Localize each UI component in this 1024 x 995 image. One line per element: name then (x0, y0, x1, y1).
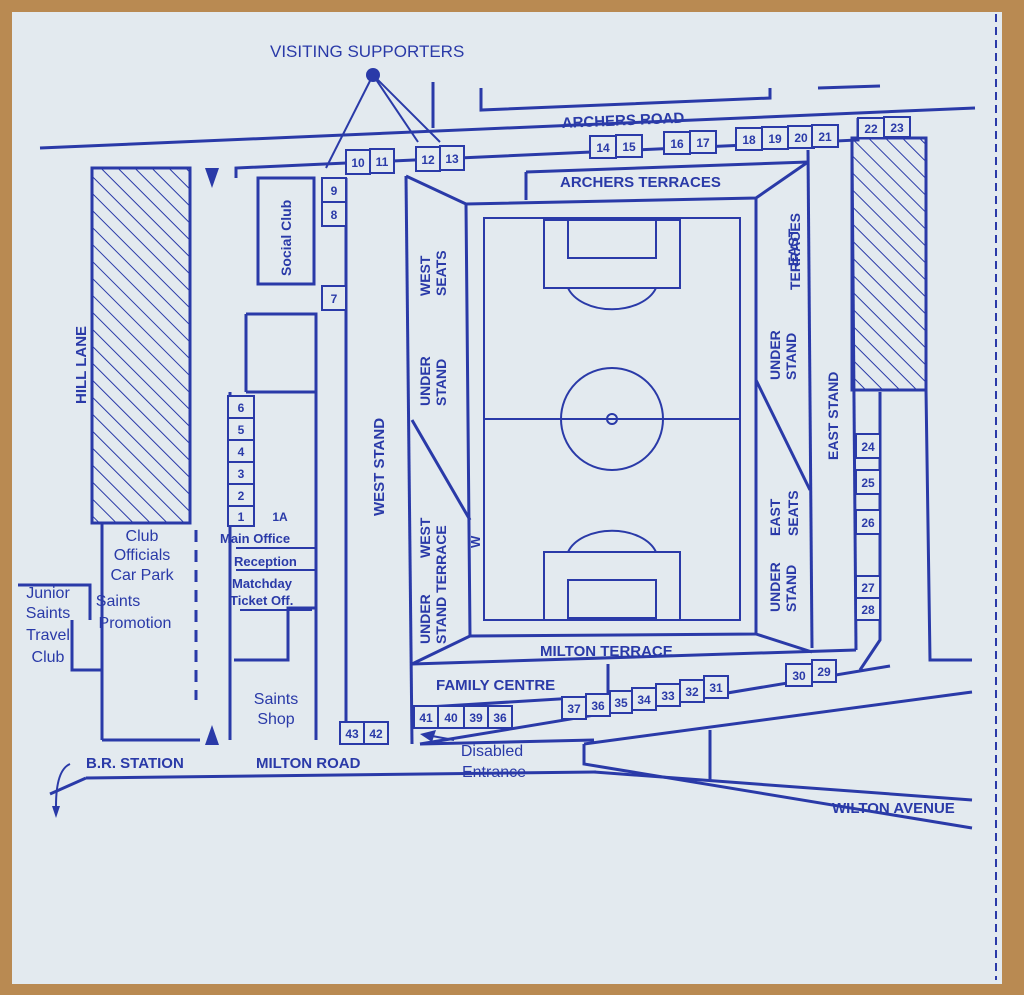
gate-33: 33 (661, 689, 675, 703)
car-park-line2: Officials (114, 547, 171, 564)
car-park-line1: Club (126, 528, 159, 545)
disabled-arrow-icon (420, 730, 436, 742)
disabled-entrance-line1: Disabled (461, 743, 523, 760)
gate-23: 23 (890, 121, 904, 135)
gate-26: 26 (861, 516, 875, 530)
saints-promotion-line1: Saints (96, 593, 140, 610)
gate-11: 11 (376, 155, 389, 169)
wilton-avenue-label: WILTON AVENUE (832, 800, 955, 817)
east-stand-label: EAST STAND (825, 372, 841, 460)
east-terraces-line2: TERRACES (787, 213, 803, 290)
gate-18: 18 (742, 133, 756, 147)
archers-road-label: ARCHERS ROAD (561, 110, 684, 132)
arrow-up-icon (205, 725, 219, 745)
milton-road-label: MILTON ROAD (256, 755, 361, 772)
gate-12: 12 (421, 153, 435, 167)
gate-5: 5 (238, 423, 245, 437)
gate-2: 2 (238, 489, 245, 503)
gate-27: 27 (861, 581, 875, 595)
station-arrow-icon (52, 806, 60, 818)
w-marker: W (468, 535, 483, 548)
junior-saints-line3: Travel (26, 627, 70, 644)
gate-39: 39 (469, 711, 483, 725)
arrow-down-icon (205, 168, 219, 188)
gate-34: 34 (637, 693, 651, 707)
east-terraces-line1: EAST (785, 228, 801, 266)
under-stand-west-terrace-line3: STAND TERRACE (433, 525, 449, 644)
gate-41: 41 (419, 711, 433, 725)
main-office-label: Main Office (220, 531, 290, 546)
football-pitch (483, 217, 741, 621)
saints-shop-line2: Shop (257, 711, 294, 728)
gate-9: 9 (331, 184, 338, 198)
gate-42: 42 (369, 727, 383, 741)
hill-lane-label: HILL LANE (73, 326, 90, 404)
gate-40: 40 (444, 711, 458, 725)
disabled-entrance-line2: Entrance (462, 764, 526, 781)
gate-6: 6 (238, 401, 245, 415)
visiting-supporters-label: VISITING SUPPORTERS (270, 42, 464, 61)
milton-terrace-label: MILTON TERRACE (540, 643, 673, 660)
gate-25: 25 (861, 476, 875, 490)
under-stand-east-top-line2: STAND (783, 333, 799, 380)
west-seats-label-line2: SEATS (433, 250, 449, 296)
gate-21: 21 (818, 130, 832, 144)
junior-saints-line2: Saints (26, 605, 70, 622)
gate-32: 32 (685, 685, 699, 699)
gate-4: 4 (238, 445, 245, 459)
gate-boxes (227, 116, 911, 745)
archers-terraces-label: ARCHERS TERRACES (560, 174, 721, 191)
gate-43: 43 (345, 727, 359, 741)
reception-label: Reception (234, 554, 297, 569)
gate-1a: 1A (272, 510, 288, 524)
under-stand-west-line2: STAND (433, 359, 449, 406)
gate-35: 35 (614, 696, 628, 710)
gate-19: 19 (768, 132, 782, 146)
junior-saints-line1: Junior (26, 585, 70, 602)
under-stand-west-terrace-line1: UNDER (417, 594, 433, 644)
gate-1: 1 (238, 510, 245, 524)
gate-24: 24 (861, 440, 875, 454)
west-seats-label-line1: WEST (417, 255, 433, 296)
gate-31: 31 (709, 681, 723, 695)
junior-saints-line4: Club (32, 649, 65, 666)
gate-30: 30 (792, 669, 806, 683)
saints-promotion-line2: Promotion (99, 615, 172, 632)
gate-29: 29 (817, 665, 831, 679)
west-stand-label: WEST STAND (371, 418, 388, 516)
car-park-line3: Car Park (110, 567, 174, 584)
gate-17: 17 (696, 136, 710, 150)
gate-10: 10 (351, 156, 365, 170)
gate-16: 16 (670, 137, 684, 151)
gate-37: 37 (567, 702, 581, 716)
gate-7: 7 (331, 292, 338, 306)
gate-3: 3 (238, 467, 245, 481)
ticket-office-line2: Ticket Off. (230, 593, 293, 608)
family-centre-label: FAMILY CENTRE (436, 677, 555, 694)
under-stand-east-bottom-line2: STAND (783, 565, 799, 612)
east-seats-line1: EAST (767, 498, 783, 536)
gate-8: 8 (331, 208, 338, 222)
under-stand-west-line1: UNDER (417, 356, 433, 406)
gate-15: 15 (622, 140, 636, 154)
under-stand-east-top-line1: UNDER (767, 330, 783, 380)
gate-36-terrace: 36 (591, 699, 605, 713)
east-seats-line2: SEATS (785, 490, 801, 536)
gate-20: 20 (794, 131, 808, 145)
under-stand-west-terrace-line2: WEST (417, 517, 433, 558)
gate-28: 28 (861, 603, 875, 617)
ticket-office-line1: Matchday (232, 576, 293, 591)
gate-22: 22 (864, 122, 878, 136)
social-club-label: Social Club (278, 200, 294, 276)
under-stand-east-bottom-line1: UNDER (767, 562, 783, 612)
gate-14: 14 (596, 141, 610, 155)
br-station-label: B.R. STATION (86, 755, 184, 772)
saints-shop-line1: Saints (254, 691, 298, 708)
gate-13: 13 (445, 152, 459, 166)
gate-36-road: 36 (493, 711, 507, 725)
